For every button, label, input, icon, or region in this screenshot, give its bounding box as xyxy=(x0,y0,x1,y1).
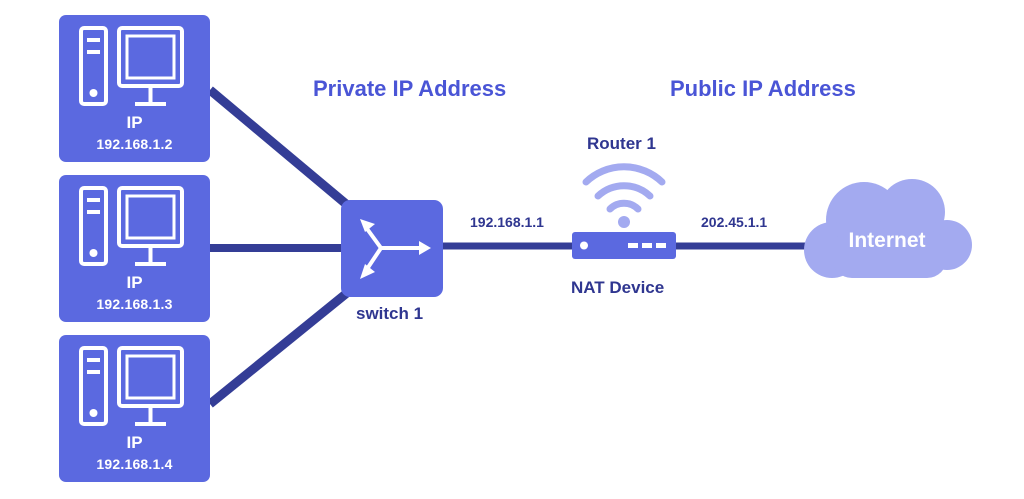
cloud-icon[interactable] xyxy=(802,170,974,285)
switch-device[interactable] xyxy=(341,200,443,297)
public-ip-heading: Public IP Address xyxy=(670,76,856,101)
host-3[interactable]: IP 192.168.1.4 xyxy=(59,335,210,482)
internet-label: Internet xyxy=(848,229,926,252)
switch-arrows-icon xyxy=(360,219,431,279)
host-ip-label: IP xyxy=(126,433,143,452)
switch-label: switch 1 xyxy=(356,304,424,323)
host-ip-address: 192.168.1.4 xyxy=(96,456,173,472)
desktop-computer-icon xyxy=(79,346,184,426)
wifi-signal-icon xyxy=(582,163,666,228)
router-device[interactable] xyxy=(572,232,676,259)
host-2[interactable]: IP 192.168.1.3 xyxy=(59,175,210,322)
router-status-lights xyxy=(580,241,666,250)
router-private-ip: 192.168.1.1 xyxy=(470,214,544,230)
desktop-computer-icon xyxy=(79,186,184,266)
router-public-ip: 202.45.1.1 xyxy=(701,214,768,230)
link-host1-switch xyxy=(207,86,361,218)
router-name: Router 1 xyxy=(587,134,656,153)
host-ip-label: IP xyxy=(126,113,143,132)
nat-device-label: NAT Device xyxy=(571,278,665,297)
host-1[interactable]: IP 192.168.1.2 xyxy=(59,15,210,162)
private-ip-heading: Private IP Address xyxy=(313,76,507,101)
desktop-computer-icon xyxy=(79,26,184,106)
link-host3-switch xyxy=(207,280,361,408)
host-ip-address: 192.168.1.3 xyxy=(96,296,173,312)
host-ip-address: 192.168.1.2 xyxy=(96,136,173,152)
host-ip-label: IP xyxy=(126,273,143,292)
